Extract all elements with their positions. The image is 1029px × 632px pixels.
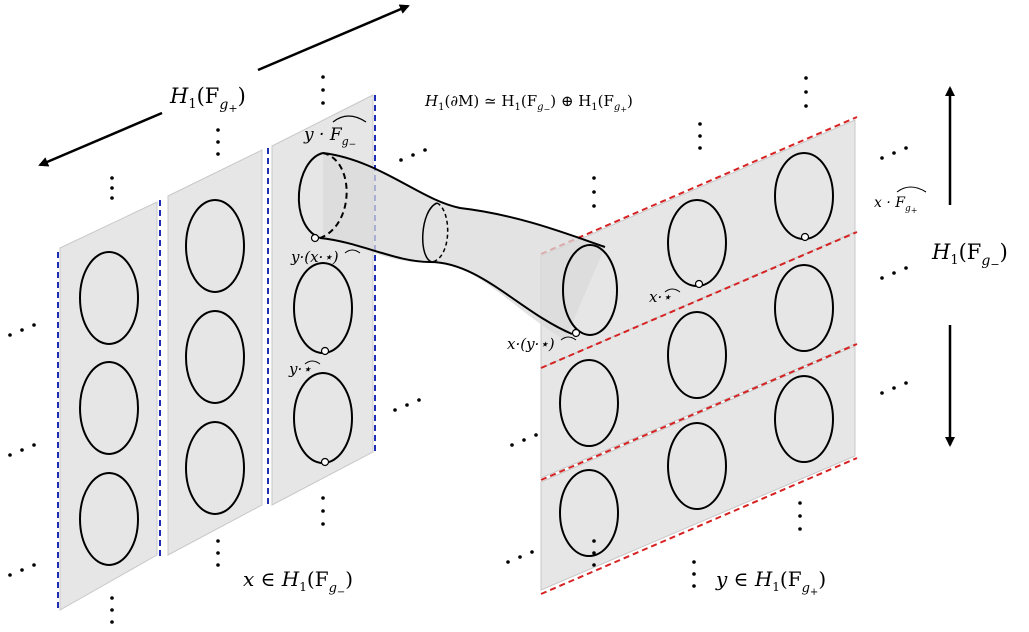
label-x-y-star: x·(y·⋆) bbox=[507, 335, 555, 353]
label-boundary-formula: H1(∂M) ≃ H1(Fg−) ⊕ H1(Fg+) bbox=[424, 92, 633, 114]
left-panel-2 bbox=[167, 149, 263, 556]
basepoint bbox=[310, 233, 320, 243]
hole bbox=[185, 199, 245, 293]
vdots bbox=[698, 122, 702, 150]
hat-y-fhat bbox=[332, 115, 367, 123]
right-panels bbox=[540, 116, 858, 595]
hole bbox=[185, 310, 245, 404]
hole bbox=[774, 375, 834, 463]
label-y-x-star: y·(x·⋆) bbox=[290, 248, 339, 266]
vdots bbox=[216, 128, 220, 156]
ddots bbox=[8, 563, 36, 577]
hat-x-star bbox=[664, 288, 681, 293]
ddots bbox=[8, 323, 36, 337]
arrows bbox=[38, 4, 955, 447]
tube-top-edge bbox=[322, 152, 606, 248]
vdots bbox=[110, 596, 114, 624]
vdots bbox=[592, 539, 596, 567]
arrow-down-left bbox=[38, 111, 163, 167]
basepoints bbox=[310, 232, 810, 467]
basepoint bbox=[694, 279, 704, 289]
ddots bbox=[880, 381, 908, 395]
vdots bbox=[692, 560, 696, 588]
red-dash-4 bbox=[540, 457, 858, 595]
hole bbox=[667, 422, 727, 510]
vdots bbox=[321, 75, 325, 105]
vdots bbox=[110, 176, 114, 200]
ddots bbox=[8, 443, 36, 457]
tube-body bbox=[323, 153, 605, 340]
ddots bbox=[506, 550, 534, 564]
basepoint bbox=[571, 328, 581, 338]
label-x-star: x·⋆ bbox=[649, 288, 672, 306]
vdots bbox=[216, 539, 220, 567]
vdots bbox=[804, 76, 808, 108]
hole bbox=[79, 251, 139, 345]
label-x-in: x ∈ H1(Fg−) bbox=[243, 567, 353, 598]
hole bbox=[667, 311, 727, 399]
vdots bbox=[321, 496, 325, 526]
red-dash-1 bbox=[540, 116, 858, 255]
ellipsis-dots bbox=[8, 75, 908, 624]
tube-left-cap-front bbox=[298, 152, 324, 239]
hole bbox=[559, 469, 619, 557]
basepoint bbox=[320, 457, 330, 467]
tube-bottom-edge bbox=[319, 237, 573, 335]
ddots bbox=[880, 146, 908, 160]
basepoint bbox=[800, 232, 810, 242]
tube-mid-front bbox=[421, 202, 438, 263]
ddots bbox=[880, 266, 908, 280]
hole bbox=[185, 421, 245, 515]
hole bbox=[774, 264, 834, 352]
label-h1-fgminus: H1(Fg−) bbox=[931, 240, 1008, 271]
tube-left-cap-back bbox=[319, 152, 348, 239]
hole bbox=[79, 361, 139, 455]
hole bbox=[559, 359, 619, 447]
vdots bbox=[798, 501, 802, 531]
ddots bbox=[399, 148, 427, 162]
label-y-in: y ∈ H1(Fg+) bbox=[715, 567, 826, 598]
left-panel-3 bbox=[271, 94, 374, 506]
hat-y-star bbox=[304, 360, 321, 365]
vdots bbox=[592, 176, 596, 208]
label-h1-fgplus: H1(Fg+) bbox=[169, 84, 246, 115]
red-dash-2 bbox=[540, 231, 858, 369]
left-panel-1 bbox=[59, 201, 158, 611]
ddots bbox=[393, 398, 421, 412]
label-y-fhat: y · Fg− bbox=[303, 125, 356, 150]
tube-right-cap bbox=[562, 244, 618, 336]
red-dash-3 bbox=[540, 343, 858, 481]
hole bbox=[79, 472, 139, 566]
hat-x-fhat bbox=[896, 186, 927, 193]
hat-x-y-star bbox=[560, 336, 577, 341]
arrow-up-right bbox=[257, 4, 410, 72]
label-x-fhat: x · Fg+ bbox=[874, 195, 917, 215]
label-y-star: y·⋆ bbox=[288, 360, 312, 378]
basepoint bbox=[320, 346, 330, 356]
hat-y-x-star bbox=[344, 249, 361, 254]
ddots bbox=[510, 433, 538, 447]
tube bbox=[298, 152, 618, 340]
